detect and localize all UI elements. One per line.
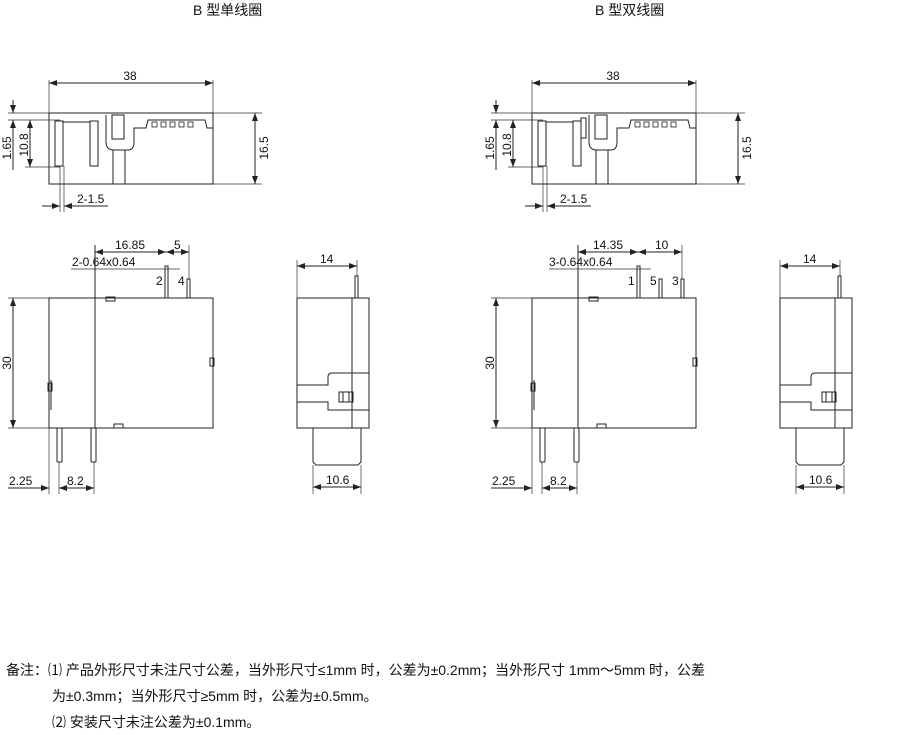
pin-offset-dim: 16.85 (115, 238, 145, 252)
note-line-3: ⑵ 安装尺寸未注公差为±0.1mm。 (52, 714, 261, 730)
pin-height-dim: 10.8 (17, 133, 31, 157)
front-view: 14.35 10 3-0.64x0.64 1 5 3 30 2.25 8.2 (483, 238, 698, 494)
front-view: 16.85 5 2-0.64x0.64 2 4 30 2.25 8.2 (0, 238, 215, 494)
pin-spec: 2-0.64x0.64 (72, 255, 136, 269)
top-view: 38 16.5 1.65 10.8 2-1.5 (0, 69, 271, 212)
top-offset-dim: 1.65 (0, 136, 14, 160)
pin-pitch-top-dim: 5 (174, 238, 181, 252)
top-height-dim: 16.5 (740, 136, 754, 160)
notes: 备注：⑴ 产品外形尺寸未注尺寸公差，当外形尺寸≤1mm 时，公差为±0.2mm；… (6, 657, 705, 735)
pin-spec: 3-0.64x0.64 (549, 255, 613, 269)
pin-pitch-top-dim: 10 (655, 238, 669, 252)
top-height-dim: 16.5 (257, 136, 271, 160)
front-height-dim: 30 (483, 356, 497, 370)
note-line-1: 备注：⑴ 产品外形尺寸未注尺寸公差，当外形尺寸≤1mm 时，公差为±0.2mm；… (6, 662, 706, 678)
pin-offset-dim: 14.35 (593, 238, 623, 252)
side-tab-dim: 10.6 (326, 473, 350, 487)
side-tab-dim: 10.6 (809, 473, 833, 487)
view-title-double-coil: B 型双线圈 (595, 2, 665, 18)
double-coil-drawing: 38 16.5 1.65 10.8 2-1.5 14.35 10 3-0 (483, 69, 853, 494)
top-width-dim: 38 (606, 69, 620, 83)
pin-width-dim: 2-1.5 (560, 192, 588, 206)
pin-label: 1 (628, 274, 635, 288)
pin-label: 2 (156, 274, 163, 288)
bottom-pin-pitch-dim: 8.2 (550, 474, 567, 488)
top-view: 38 16.5 1.65 10.8 2-1.5 (483, 69, 754, 212)
pin-label: 5 (650, 274, 657, 288)
side-view: 14 10.6 (296, 252, 370, 494)
edge-dim: 2.25 (9, 474, 33, 488)
relay-drawing: 38 16.5 1.65 10.8 2-1.5 16.85 5 (0, 69, 853, 494)
pin-width-dim: 2-1.5 (77, 192, 105, 206)
side-view: 14 10.6 (779, 252, 853, 494)
pin-height-dim: 10.8 (500, 133, 514, 157)
top-offset-dim: 1.65 (483, 136, 497, 160)
note-line-2: 为±0.3mm；当外形尺寸≥5mm 时，公差为±0.5mm。 (52, 688, 378, 704)
side-width-dim: 14 (803, 252, 817, 266)
single-coil-drawing: 38 16.5 1.65 10.8 2-1.5 16.85 5 (0, 69, 370, 494)
pin-label: 4 (178, 274, 185, 288)
view-title-single-coil: B 型单线圈 (193, 2, 263, 18)
side-width-dim: 14 (320, 252, 334, 266)
bottom-pin-pitch-dim: 8.2 (67, 474, 84, 488)
top-width-dim: 38 (123, 69, 137, 83)
edge-dim: 2.25 (492, 474, 516, 488)
pin-label: 3 (672, 274, 679, 288)
front-height-dim: 30 (0, 356, 14, 370)
